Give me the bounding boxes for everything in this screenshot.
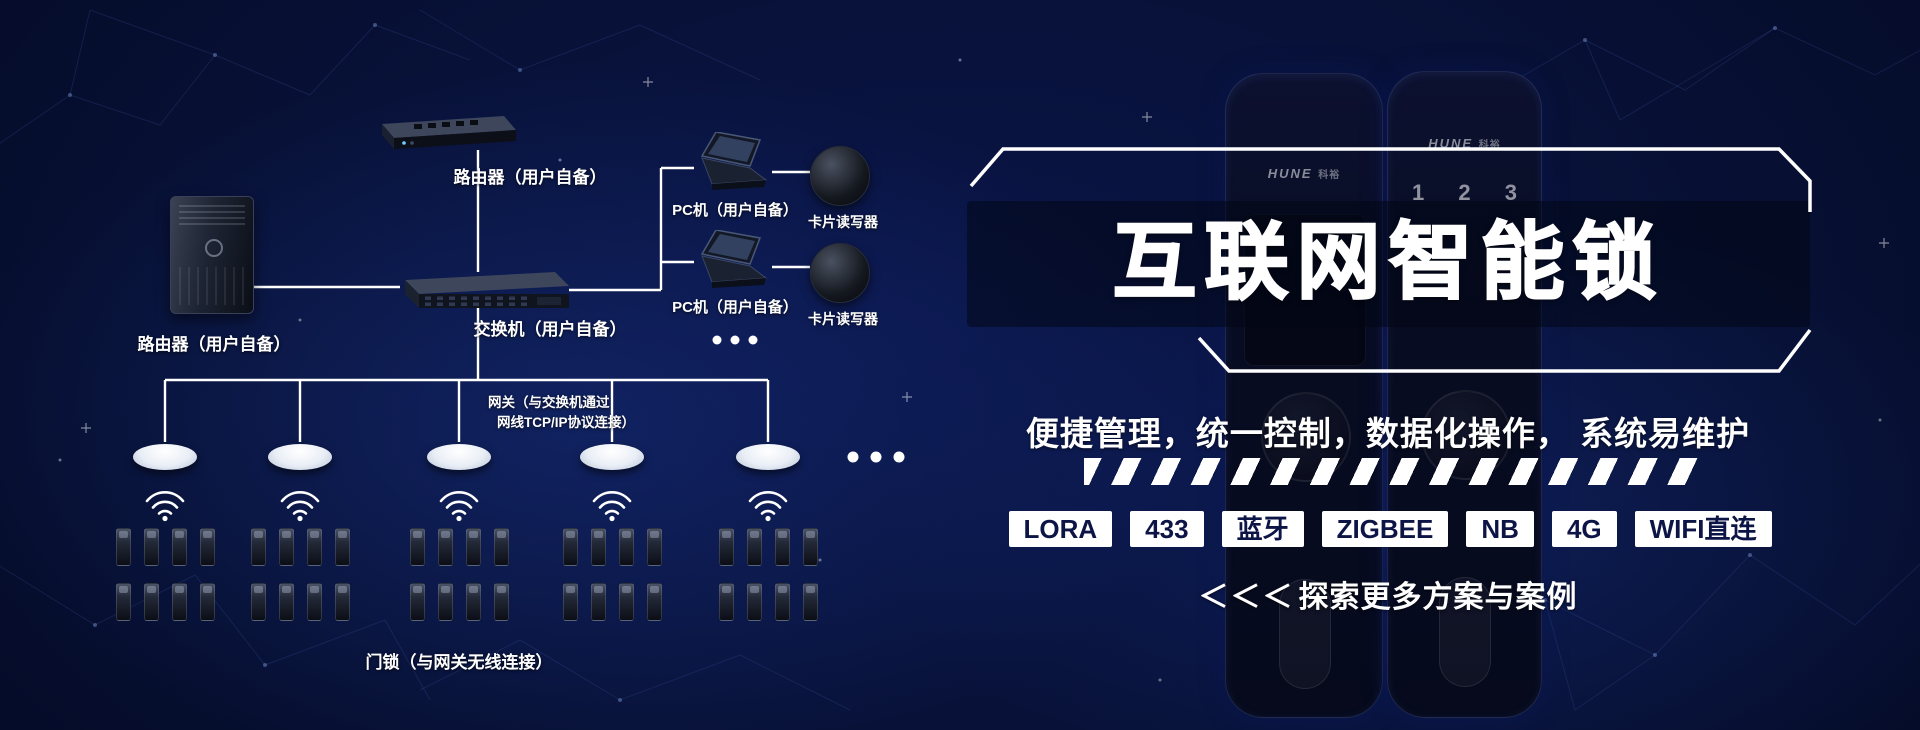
tech-badge: ZIGBEE [1321,511,1449,547]
door-lock-icon [775,583,790,621]
door-lock-icon [200,528,215,566]
gateway-note-line2: 网线TCP/IP协议连接） [497,415,636,430]
tech-badge: NB [1466,511,1534,547]
server-emblem [205,239,223,257]
wifi-icon [143,486,187,522]
door-lock-icon [410,528,425,566]
lock-brand-logo: HUNE 科裕 [1267,166,1341,181]
hazard-stripe-divider [1084,458,1702,485]
card-reader-label: 卡片读写器 [808,311,878,327]
tech-badge: 433 [1130,511,1204,547]
card-reader [810,243,870,303]
door-lock-icon [494,528,509,566]
door-lock-icon [494,583,509,621]
door-lock-icon [591,528,606,566]
gateway-device [736,444,800,470]
door-lock-icon [200,583,215,621]
card-reader [810,146,870,206]
door-lock-icon [719,583,734,621]
door-lock-icon [747,528,762,566]
gateway-note-line1: 网关（与交换机通过 [488,395,610,410]
tech-badge: 4G [1551,511,1617,547]
door-lock-icon [279,583,294,621]
tech-badge: LORA [1008,511,1113,547]
server-vents [179,205,245,227]
door-lock-icon [619,528,634,566]
pc-laptop [690,229,772,292]
explore-cta[interactable]: ＜＜＜探索更多方案与案例 [938,572,1838,616]
gateway-more-dots [847,451,905,463]
door-lock-icon [647,583,662,621]
door-lock-icon [410,583,425,621]
lock-handle [1279,579,1331,689]
switch-label: 交换机（用户自备） [473,320,627,339]
wifi-icon [278,486,322,522]
door-lock-icon [647,528,662,566]
door-lock-icon [438,583,453,621]
door-lock-icon [719,528,734,566]
smart-lock-panel-right: HUNE 科裕 1 2 3 [1387,71,1542,718]
pc-label: PC机（用户自备） [672,202,798,219]
title-backdrop [967,201,1810,327]
door-lock-icon [116,583,131,621]
door-lock-icon [251,528,266,566]
hero-subtitle: 便捷管理，统一控制，数据化操作， 系统易维护 [1025,415,1751,452]
gateway-device [268,444,332,470]
pc-label: PC机（用户自备） [672,299,798,316]
door-lock-icon [466,583,481,621]
gateway-device [427,444,491,470]
door-lock-icon [563,583,578,621]
door-lock-icon [116,528,131,566]
lock-handle [1439,577,1491,687]
door-locks-label: 门锁（与网关无线连接） [365,653,553,672]
door-lock-icon [591,583,606,621]
door-lock-icon [279,528,294,566]
door-lock-icon [803,583,818,621]
door-lock-icon [775,528,790,566]
door-lock-icon [144,583,159,621]
lock-keypad-digits: 1 2 3 [1412,180,1531,205]
door-lock-icon [803,528,818,566]
gateway-device [580,444,644,470]
server-slots [179,267,245,305]
gateway-device [133,444,197,470]
wifi-icon [590,486,634,522]
server-tower [170,196,254,314]
server-label: 路由器（用户自备） [137,335,291,354]
door-lock-icon [144,528,159,566]
badge-row: LORA 433 蓝牙 ZIGBEE NB 4G WIFI直连 [980,511,1800,547]
door-lock-icon [563,528,578,566]
door-lock-icon [619,583,634,621]
door-lock-icon [307,583,322,621]
card-reader-label: 卡片读写器 [808,214,878,230]
router-device [368,110,518,152]
door-lock-icon [747,583,762,621]
cta-label: 探索更多方案与案例 [1298,581,1578,614]
router-label: 路由器（用户自备） [453,168,607,187]
wifi-icon [437,486,481,522]
tech-badge: WIFI直连 [1634,511,1772,547]
switch-device [395,268,571,314]
pc-laptop [690,131,772,194]
page-title: 互联网智能锁 [1111,214,1665,310]
door-lock-icon [335,583,350,621]
door-lock-icon [438,528,453,566]
door-lock-icon [335,528,350,566]
door-lock-icon [307,528,322,566]
tech-badge: 蓝牙 [1221,511,1304,547]
door-lock-icon [466,528,481,566]
door-lock-icon [172,528,187,566]
door-lock-icon [172,583,187,621]
door-lock-icon [251,583,266,621]
pc-more-dots [712,335,758,345]
wifi-icon [746,486,790,522]
cta-arrows-icon: ＜＜＜ [1198,581,1295,614]
